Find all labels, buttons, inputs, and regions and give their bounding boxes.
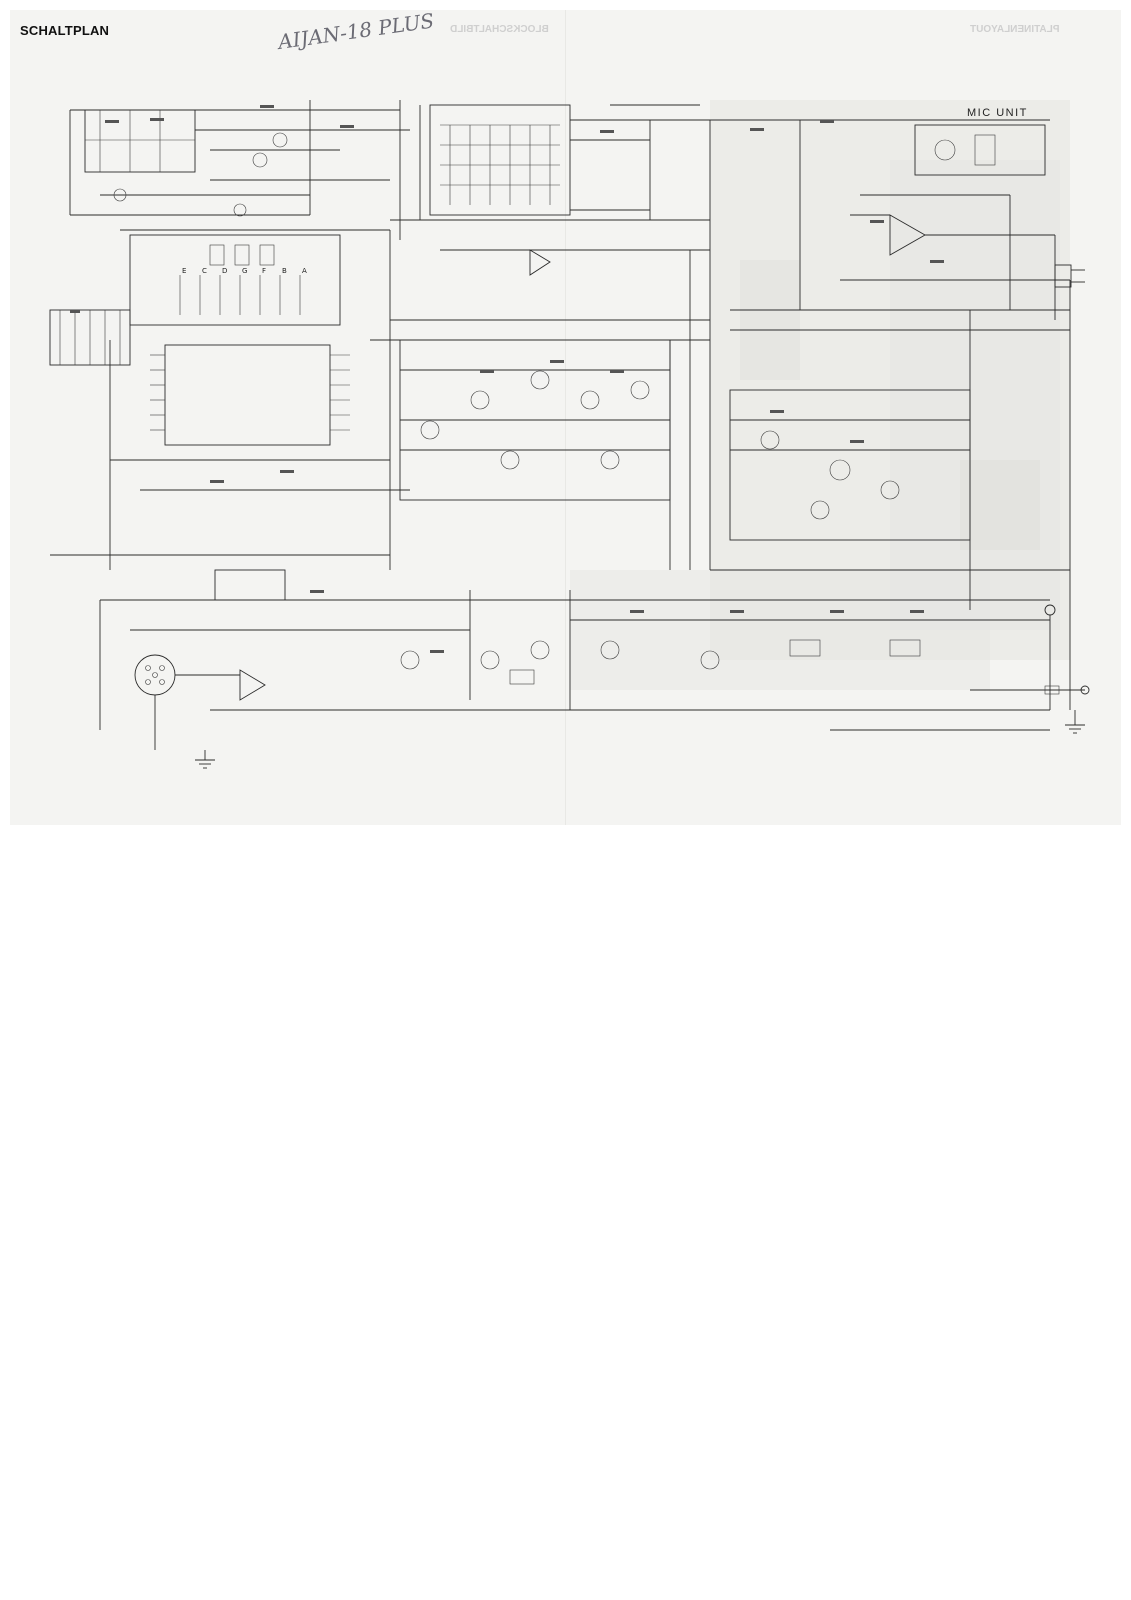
page-title: SCHALTPLAN: [20, 23, 110, 38]
segment-label-c: C: [202, 267, 207, 275]
schematic-drawing: E C D G F B A: [49, 100, 1090, 769]
bleed-through-layer: [570, 100, 1070, 690]
if-detector-block: [370, 249, 710, 570]
display-block: E C D G F B A: [49, 229, 391, 570]
segment-label-e: E: [182, 267, 186, 275]
power-input-block: [830, 685, 1090, 731]
ic-mixer-block: [390, 104, 710, 221]
audio-amp-block: [709, 119, 1070, 570]
schematic-sheet: SCHALTPLAN AIJAN-18 PLUS PLATINENLAYOUT …: [10, 10, 1121, 825]
ground-symbol-icon: [195, 750, 215, 769]
microphone-connector-icon: [134, 654, 240, 750]
segment-label-f: F: [262, 267, 266, 275]
speaker-jack-icon: [1054, 264, 1085, 288]
pll-controller-ic: [50, 340, 410, 570]
segment-label-a: A: [302, 267, 307, 275]
rf-input-block: [69, 100, 410, 240]
regulator-block: [710, 280, 1071, 710]
segment-label-b: B: [282, 267, 287, 275]
paper-fold: [565, 10, 567, 825]
component-label-marks: [70, 105, 944, 653]
ground-symbol-icon-right: [1065, 710, 1085, 734]
segment-label-g: G: [242, 267, 247, 275]
mic-unit-label: MIC UNIT: [967, 107, 1028, 119]
segment-label-d: D: [222, 267, 227, 275]
tx-chain-block: [99, 569, 1050, 730]
